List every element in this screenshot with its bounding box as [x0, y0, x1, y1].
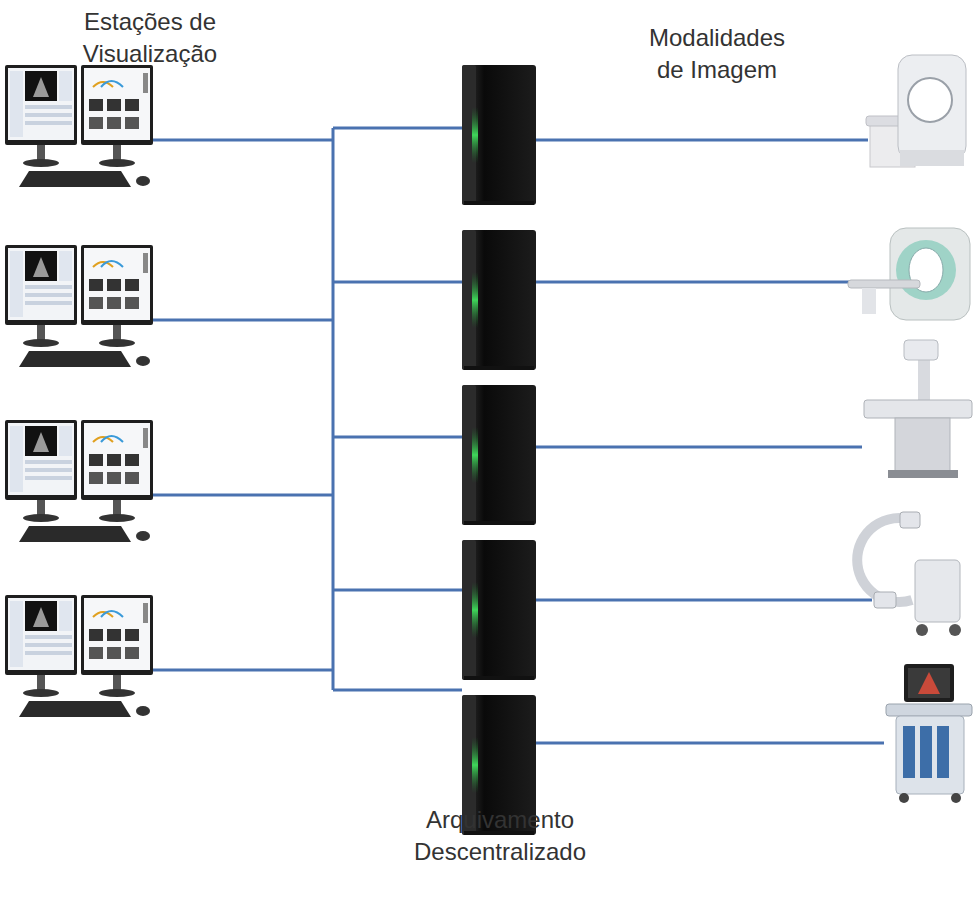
xray-table — [864, 340, 972, 478]
ultrasound-machine-part — [896, 716, 964, 794]
network-lines-part — [153, 494, 333, 497]
caption-label: Estações de Visualização — [50, 6, 250, 71]
workstations — [5, 65, 153, 717]
ultrasound-machine-part — [908, 668, 950, 698]
c-arm-part — [857, 518, 912, 602]
ct-scanner-part — [908, 78, 952, 122]
ultrasound-machine-part — [899, 793, 909, 803]
c-arm-part — [916, 624, 928, 636]
mri-scanner-part — [890, 228, 970, 320]
ultrasound-machine-part — [904, 664, 954, 702]
xray-table-part — [864, 400, 972, 418]
workstation-icon — [5, 595, 153, 717]
c-arm-part — [874, 592, 896, 608]
caption-label: Modalidades de Imagem — [637, 22, 797, 87]
c-arm-part — [900, 512, 920, 528]
xray-table-part — [904, 340, 938, 360]
xray-table-part — [888, 470, 958, 478]
server-icon — [462, 230, 536, 370]
ct-scanner-part — [898, 55, 966, 160]
ct-scanner — [866, 55, 966, 167]
ct-scanner-part — [900, 150, 964, 166]
ultrasound-machine-part — [951, 793, 961, 803]
ultrasound-machine-part — [920, 726, 932, 778]
mri-scanner-part — [862, 288, 876, 314]
network-lines-part — [153, 669, 333, 672]
network-lines-part — [153, 139, 333, 142]
network-lines-part — [333, 127, 462, 130]
network-lines-part — [333, 589, 462, 592]
servers — [462, 65, 536, 835]
network-lines-part — [536, 742, 884, 745]
mri-scanner — [848, 228, 970, 320]
mri-scanner-part — [896, 240, 956, 300]
network-lines-part — [536, 281, 872, 284]
mri-scanner-part — [848, 280, 920, 288]
ultrasound-machine-part — [937, 726, 949, 778]
ultrasound-machine — [886, 664, 972, 803]
ultrasound-machine-part — [918, 672, 940, 694]
server-icon — [462, 65, 536, 205]
workstation-icon — [5, 245, 153, 367]
server-icon — [462, 385, 536, 525]
c-arm-part — [915, 560, 960, 622]
server-icon — [462, 540, 536, 680]
workstation-icon — [5, 65, 153, 187]
c-arm — [857, 512, 961, 636]
xray-table-part — [895, 418, 950, 476]
ultrasound-machine-part — [886, 704, 972, 716]
network-lines-part — [333, 281, 462, 284]
network-lines — [153, 128, 884, 743]
network-lines-part — [332, 128, 335, 690]
network-lines-part — [536, 599, 872, 602]
ultrasound-machine-part — [903, 726, 915, 778]
network-lines-part — [153, 319, 333, 322]
c-arm-part — [949, 624, 961, 636]
network-lines-part — [333, 436, 462, 439]
caption-label: Arquivamento Descentralizado — [390, 804, 610, 869]
workstation-icon — [5, 420, 153, 542]
network-lines-part — [536, 139, 868, 142]
network-lines-part — [536, 446, 862, 449]
network-lines-part — [333, 689, 462, 692]
